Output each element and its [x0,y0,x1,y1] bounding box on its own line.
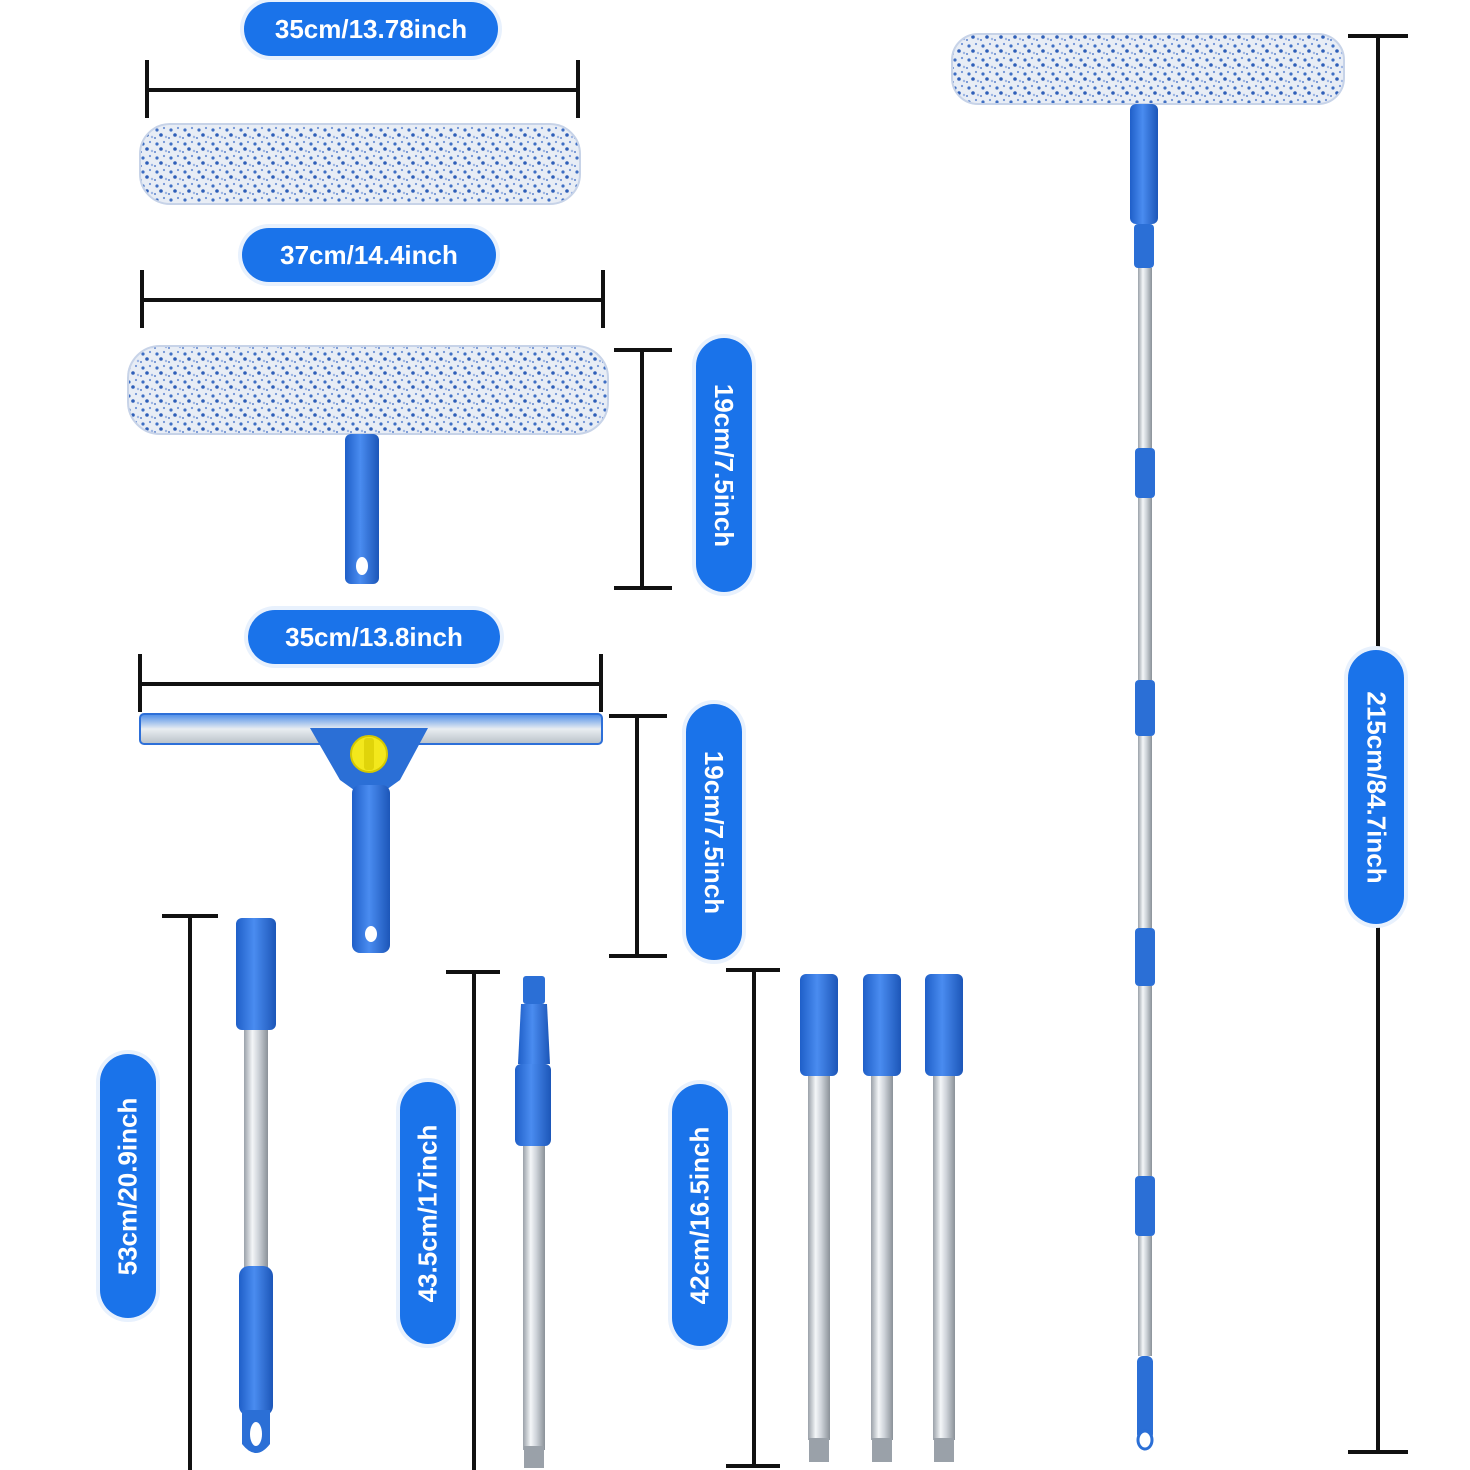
adapter-pole-length-label: 43.5cm/17inch [400,1082,456,1344]
pad-height-dimension-line [614,348,672,590]
handle-pole-length-text: 53cm/20.9inch [112,1097,143,1275]
extension-pole [925,974,963,1462]
adapter-pole-length-text: 43.5cm/17inch [412,1124,443,1302]
squeegee-width-label: 35cm/13.8inch [248,610,500,664]
pad-height-label: 19cm/7.5inch [696,338,752,592]
second-pad-width-label: 37cm/14.4inch [242,228,496,282]
squeegee-height-text: 19cm/7.5inch [699,750,730,914]
assembled-length-label: 215cm/84.7inch [1348,650,1404,924]
top-pad-dimension-line [145,60,580,118]
adapter-pole-dimension-line [446,970,500,1470]
extension-pole-length-label: 42cm/16.5inch [672,1084,728,1346]
second-pad-width-text: 37cm/14.4inch [280,239,458,270]
assembled-length-text: 215cm/84.7inch [1361,690,1392,884]
top-pad-width-label: 35cm/13.78inch [244,2,498,56]
squeegee-height-label: 19cm/7.5inch [686,704,742,960]
extension-pole [863,974,901,1462]
extension-pole [800,974,838,1462]
microfiber-scrubber-pad [139,123,581,205]
handle-pole [236,918,276,1453]
telescopic-pole [951,33,1345,1451]
handle-pole-dimension-line [162,914,218,1470]
top-pad-width-text: 35cm/13.78inch [274,13,468,44]
extension-pole-dimension-line [726,968,780,1468]
adapter-pole [515,976,551,1468]
pad-height-text: 19cm/7.5inch [709,383,740,547]
handle-pole-length-label: 53cm/20.9inch [100,1054,156,1318]
extension-pole-length-text: 42cm/16.5inch [684,1126,715,1304]
squeegee-height-dimension-line [609,714,667,958]
squeegee-width-text: 35cm/13.8inch [285,621,463,652]
squeegee-blade [139,713,603,953]
squeegee-dimension-line [138,654,603,712]
second-pad-dimension-line [140,270,605,328]
scrubber-with-handle [127,345,609,584]
